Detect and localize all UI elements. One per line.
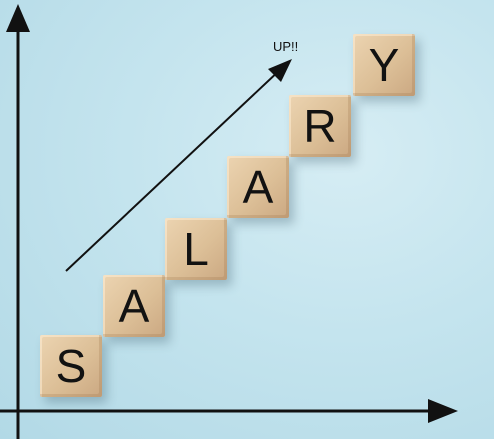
letter-block-r: R [289, 95, 351, 157]
letter-block-s: S [40, 335, 102, 397]
block-letter: Y [368, 39, 400, 91]
letter-block-a-2: A [227, 156, 289, 218]
letter-block-l: L [165, 218, 227, 280]
x-axis-arrowhead [428, 399, 458, 423]
block-letter: S [55, 340, 87, 392]
growth-arrowhead [268, 59, 292, 82]
block-letter: R [303, 100, 337, 152]
up-caption: UP!! [273, 39, 299, 54]
block-letter: L [183, 223, 209, 275]
y-axis-arrowhead [6, 4, 30, 32]
growth-arrow-line [65, 67, 283, 272]
letter-block-y: Y [353, 34, 415, 96]
block-letter: A [118, 280, 150, 332]
block-letter: A [242, 161, 274, 213]
letter-block-a: A [103, 275, 165, 337]
